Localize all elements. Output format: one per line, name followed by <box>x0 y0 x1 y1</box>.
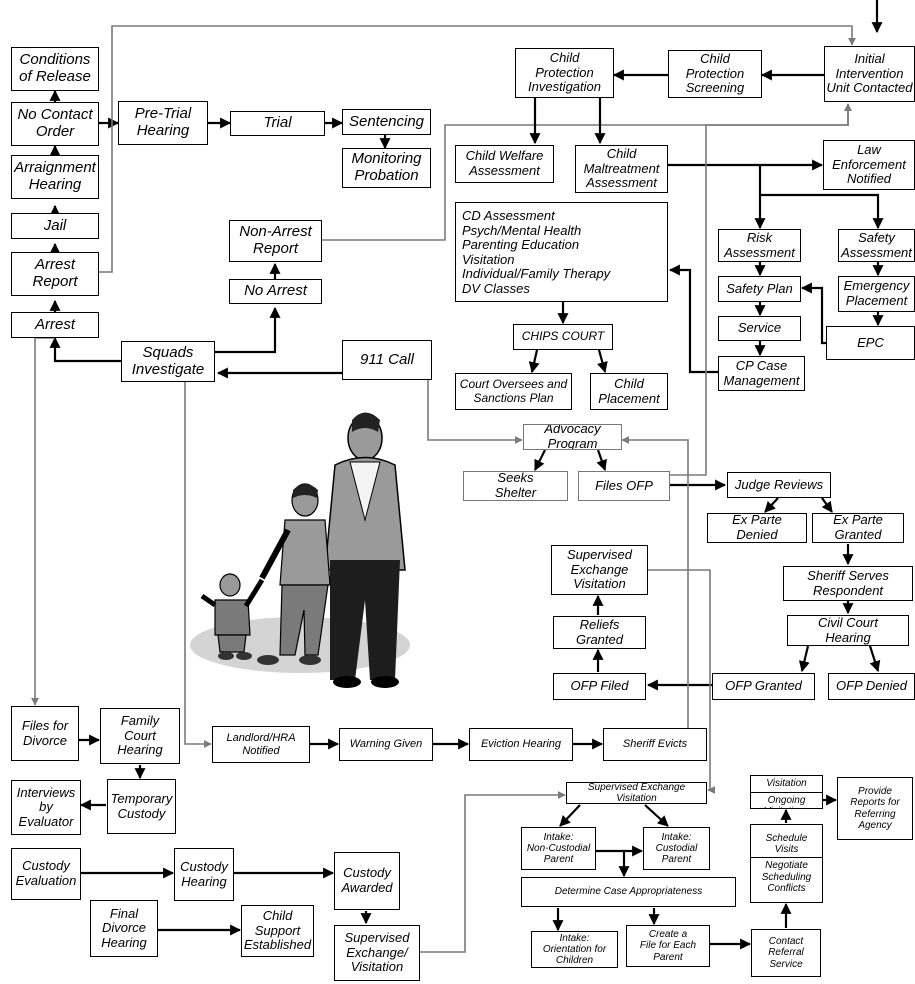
ofp-denied-box: OFP Denied <box>828 673 915 700</box>
visitation-box: Hold First Visitation Ongoing Visitation… <box>750 775 823 809</box>
risk-assessment-box: Risk Assessment <box>718 229 801 262</box>
advocacy-program-box: Advocacy Program <box>523 424 622 450</box>
negotiate-scheduling-label: Negotiate Scheduling Conflicts <box>761 860 812 894</box>
final-divorce-hearing-box: Final Divorce Hearing <box>90 900 158 957</box>
arrest-report-box: Arrest Report <box>11 252 99 296</box>
supervised-exchange-visitation-top-box: Supervised Exchange Visitation <box>551 545 648 595</box>
ofp-filed-box: OFP Filed <box>553 673 646 700</box>
law-enforcement-notified-box: Law Enforcement Notified <box>823 140 915 190</box>
seeks-shelter-box: Seeks Shelter <box>463 471 568 501</box>
emergency-placement-box: Emergency Placement <box>838 276 915 312</box>
no-arrest-box: No Arrest <box>229 279 322 304</box>
child-protection-screening-box: Child Protection Screening <box>668 50 762 98</box>
child-maltreatment-assessment-box: Child Maltreatment Assessment <box>575 145 668 193</box>
supervised-exchange-arrows <box>552 794 838 950</box>
provide-reports-box: Provide Reports for Referring Agency <box>837 777 913 840</box>
child-protection-investigation-box: Child Protection Investigation <box>515 48 614 98</box>
landlord-hra-box: Landlord/HRA Notified <box>212 726 310 763</box>
intake-custodial-box: Intake: Custodial Parent <box>643 827 710 870</box>
files-for-divorce-box: Files for Divorce <box>11 706 79 761</box>
child-welfare-assessment-box: Child Welfare Assessment <box>455 145 554 183</box>
ofp-granted-box: OFP Granted <box>712 673 815 700</box>
jail-box: Jail <box>11 213 99 239</box>
service-box: Service <box>718 316 801 341</box>
ongoing-visitations-label: Ongoing Visitations <box>764 794 809 809</box>
custody-evaluation-box: Custody Evaluation <box>11 848 81 900</box>
family-court-arrows <box>36 734 566 953</box>
custody-hearing-box: Custody Hearing <box>174 848 234 901</box>
civil-court-hearing-box: Civil Court Hearing <box>787 615 909 646</box>
intake-orientation-box: Intake: Orientation for Children <box>531 931 618 968</box>
intake-non-custodial-box: Intake: Non-Custodial Parent <box>521 827 596 870</box>
child-protection-arrows <box>528 0 884 374</box>
services-list-box: CD Assessment Psych/Mental Health Parent… <box>455 202 668 302</box>
pre-trial-hearing-box: Pre-Trial Hearing <box>118 101 208 145</box>
conditions-of-release-box: Conditions of Release <box>11 47 99 91</box>
ex-parte-granted-box: Ex Parte Granted <box>812 513 904 543</box>
court-oversees-box: Court Oversees and Sanctions Plan <box>455 373 572 410</box>
files-ofp-box: Files OFP <box>578 471 670 501</box>
child-placement-box: Child Placement <box>590 373 668 410</box>
trial-box: Trial <box>230 111 325 136</box>
chips-court-box: CHIPS COURT <box>513 324 613 350</box>
hold-first-visitation-label: Hold First Visitation <box>751 776 822 793</box>
non-arrest-report-box: Non-Arrest Report <box>229 220 322 262</box>
schedule-visits-label: Schedule Visits <box>751 833 822 859</box>
determine-case-box: Determine Case Appropriateness <box>521 877 736 907</box>
family-court-hearing-box: Family Court Hearing <box>100 708 180 764</box>
custody-awarded-box: Custody Awarded <box>334 852 400 910</box>
judge-reviews-box: Judge Reviews <box>727 472 831 498</box>
warning-given-box: Warning Given <box>339 728 433 761</box>
no-contact-order-box: No Contact Order <box>11 102 99 146</box>
supervised-exchange-visitation-mid-box: Supervised Exchange Visitation <box>566 782 707 804</box>
contact-referral-box: Contact Referral Service <box>751 929 821 977</box>
safety-assessment-box: Safety Assessment <box>838 229 915 262</box>
supervised-exchange-visitation-bottom-box: Supervised Exchange/ Visitation <box>334 925 420 981</box>
sentencing-box: Sentencing <box>342 109 431 135</box>
reliefs-granted-box: Reliefs Granted <box>553 616 646 649</box>
temporary-custody-box: Temporary Custody <box>107 779 176 834</box>
child-support-established-box: Child Support Established <box>241 905 314 957</box>
family-illustration <box>190 412 410 688</box>
safety-plan-box: Safety Plan <box>718 276 801 302</box>
interviews-by-evaluator-box: Interviews by Evaluator <box>11 780 81 835</box>
eviction-hearing-box: Eviction Hearing <box>469 728 573 761</box>
monitoring-probation-box: Monitoring Probation <box>342 148 431 188</box>
cp-case-management-box: CP Case Management <box>718 356 805 391</box>
epc-box: EPC <box>826 326 915 360</box>
initial-intervention-box: Initial Intervention Unit Contacted <box>824 46 915 102</box>
911-call-box: 911 Call <box>342 340 432 380</box>
schedule-negotiate-box: Schedule Visits Negotiate Scheduling Con… <box>750 824 823 903</box>
arrest-box: Arrest <box>11 312 99 338</box>
squads-investigate-box: Squads Investigate <box>121 341 215 382</box>
ofp-track-arrows <box>427 103 881 794</box>
ex-parte-denied-box: Ex Parte Denied <box>707 513 807 543</box>
create-file-box: Create a File for Each Parent <box>626 925 710 967</box>
arraignment-hearing-box: Arraignment Hearing <box>11 155 99 199</box>
sheriff-serves-box: Sheriff Serves Respondent <box>783 566 913 601</box>
sheriff-evicts-box: Sheriff Evicts <box>603 728 707 761</box>
